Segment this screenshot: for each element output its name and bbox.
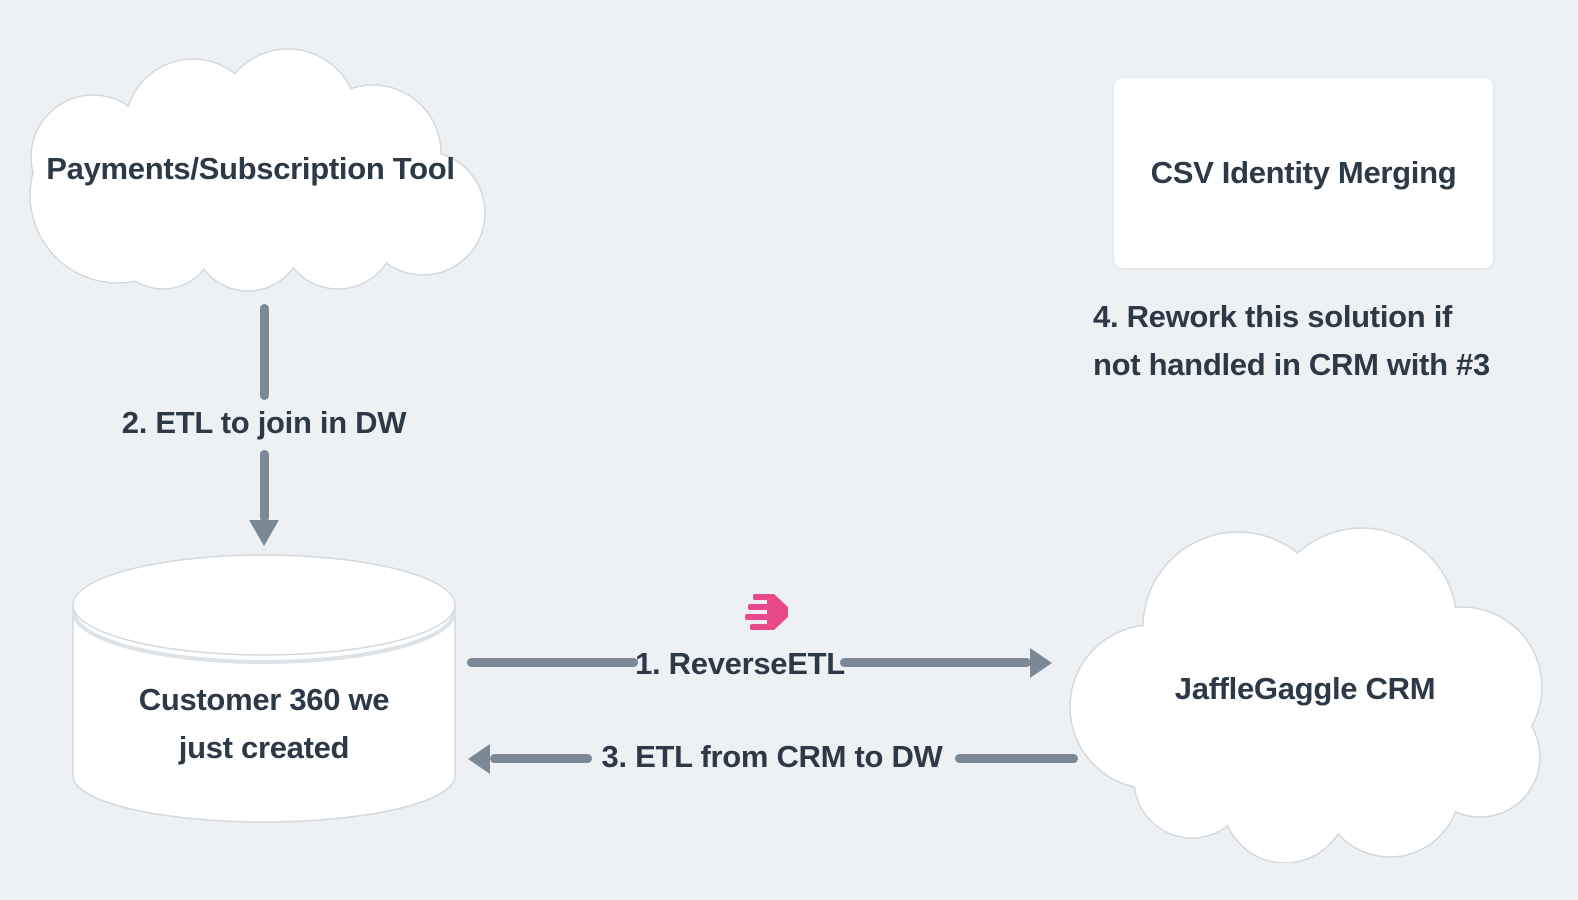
reverse-etl-arrow-line-left: [467, 658, 638, 667]
csv-merging-card: CSV Identity Merging: [1113, 77, 1494, 269]
rework-note-line1: 4. Rework this solution if: [1093, 299, 1453, 334]
rework-note-line2: not handled in CRM with #3: [1093, 347, 1490, 382]
payments-cloud-label: Payments/Subscription Tool: [46, 151, 455, 186]
arrowhead-right-icon: [1030, 648, 1052, 678]
warehouse-cylinder-label: Customer 360 we just created: [70, 676, 458, 772]
arrowhead-down-icon: [249, 520, 279, 546]
reverse-etl-arrow-label: 1. ReverseETL: [635, 646, 845, 681]
warehouse-cylinder-shape: [72, 554, 456, 823]
csv-merging-card-label: CSV Identity Merging: [1150, 155, 1457, 190]
crm-cloud-shape: [1069, 527, 1543, 863]
warehouse-label-line2: just created: [178, 730, 350, 765]
etl-join-arrow-line-bottom: [260, 450, 269, 522]
warehouse-label-line1: Customer 360 we: [138, 682, 390, 717]
rework-note: 4. Rework this solution if not handled i…: [1093, 293, 1490, 389]
etl-join-arrow-label: 2. ETL to join in DW: [121, 405, 407, 440]
hightouch-icon: [745, 594, 788, 630]
payments-cloud-shape: [29, 48, 486, 292]
etl-from-crm-arrow-label: 3. ETL from CRM to DW: [601, 739, 943, 774]
arrowhead-left-icon: [468, 744, 490, 774]
etl-from-crm-arrow-line-left: [490, 754, 592, 763]
reverse-etl-arrow-line-right: [840, 658, 1031, 667]
etl-from-crm-arrow-line-right: [955, 754, 1078, 763]
etl-join-arrow-line-top: [260, 304, 269, 400]
crm-cloud-label: JaffleGaggle CRM: [1174, 671, 1436, 706]
